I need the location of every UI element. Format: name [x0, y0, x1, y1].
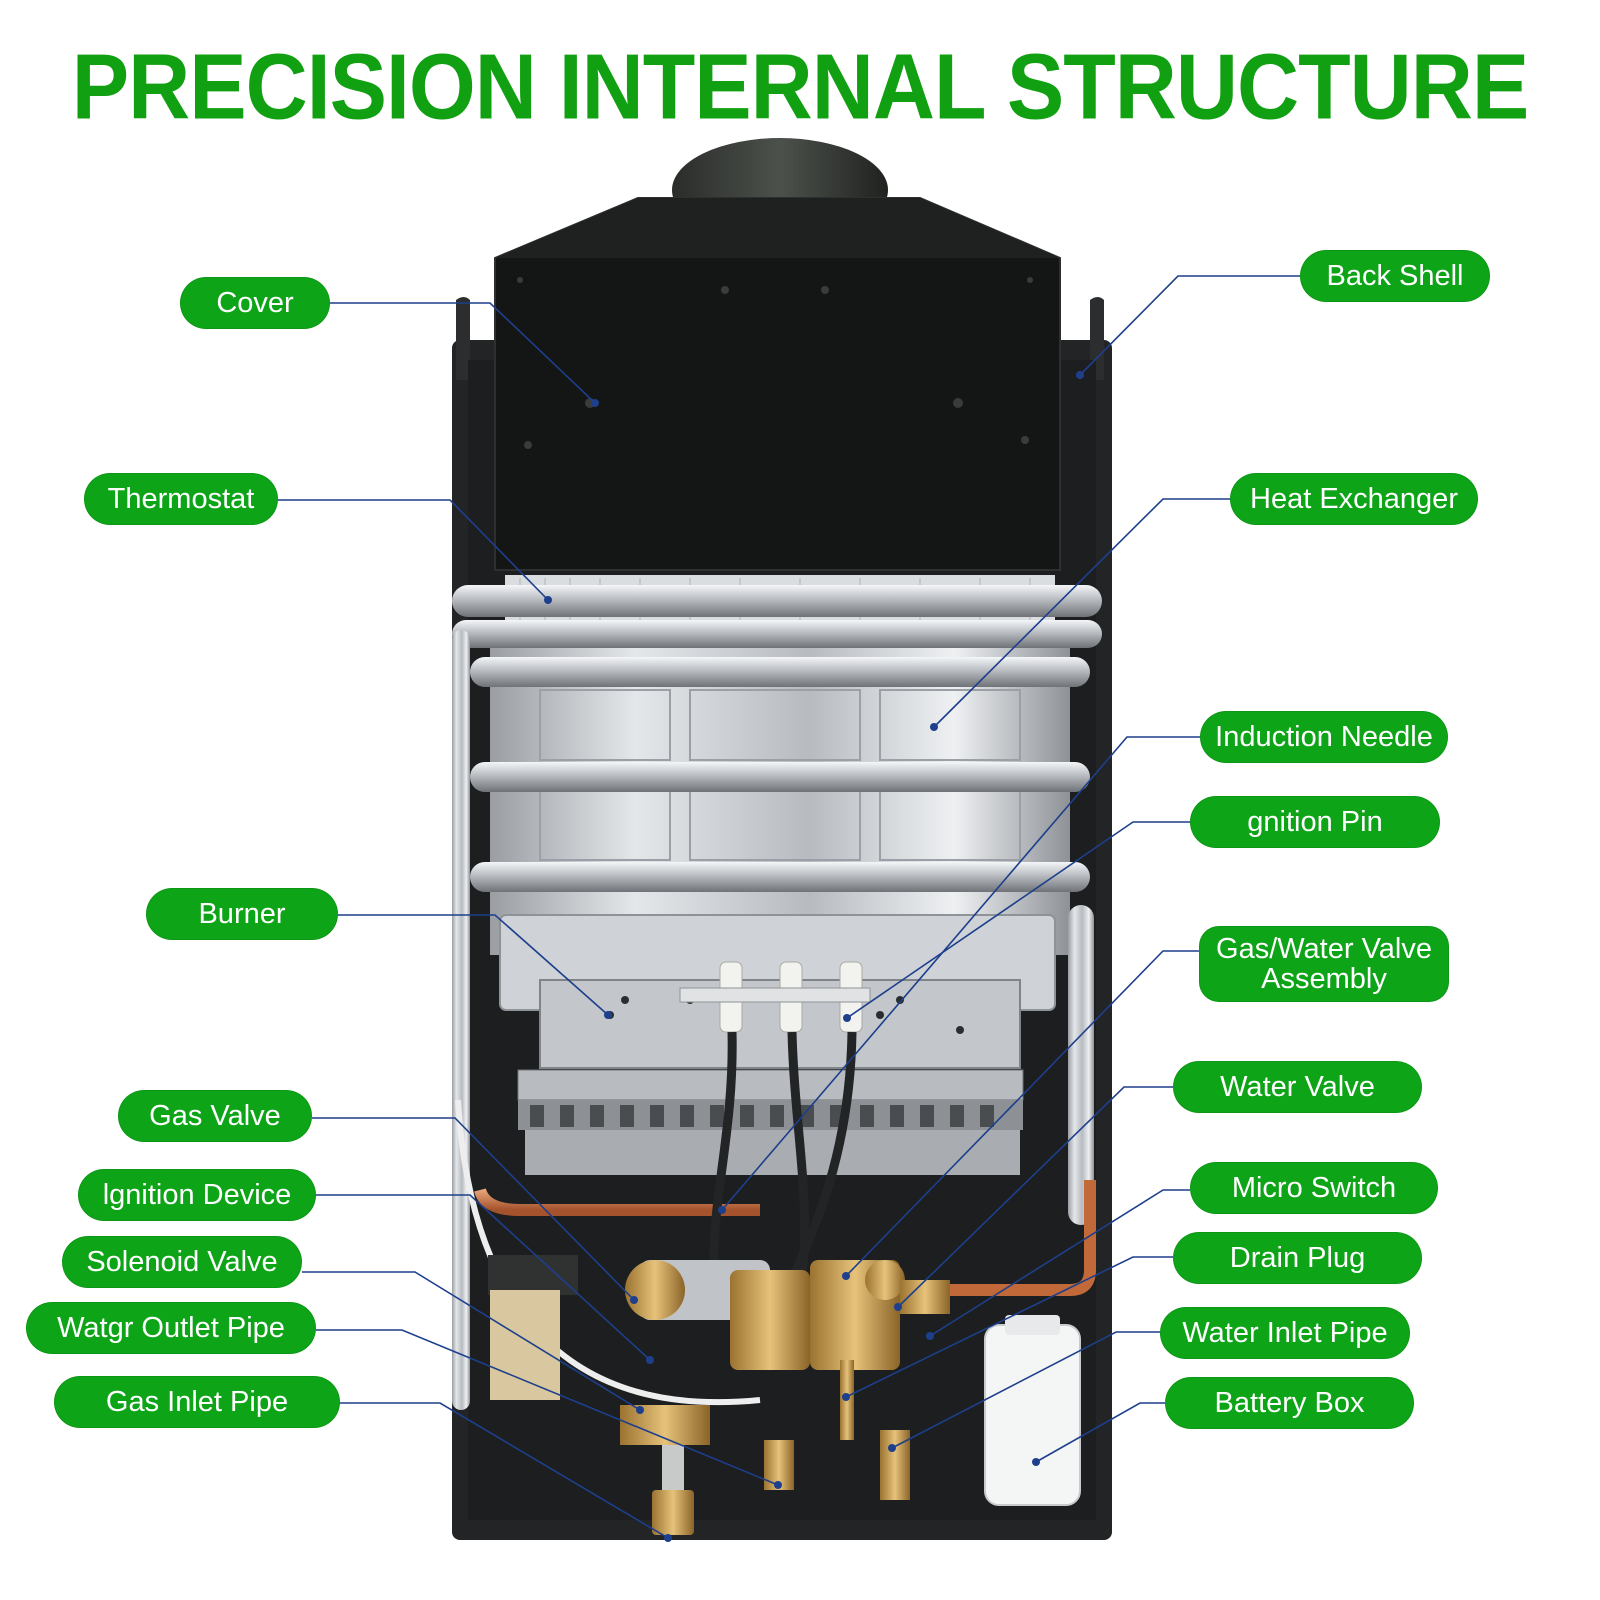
leader-drain-plug: [845, 1256, 1173, 1398]
label-micro-switch: Micro Switch: [1190, 1162, 1438, 1214]
page-title: PRECISION INTERNAL STRUCTURE: [71, 35, 1529, 139]
leader-gas-valve: [312, 1117, 635, 1301]
leader-micro-switch: [929, 1189, 1190, 1337]
label-water-valve: Water Valve: [1173, 1061, 1422, 1113]
leader-water-outlet-pipe: [316, 1329, 779, 1486]
label-ignition-device: lgnition Device: [78, 1169, 316, 1221]
label-induction-needle: Induction Needle: [1200, 711, 1448, 763]
leader-battery-box: [1035, 1402, 1165, 1463]
label-battery-box: Battery Box: [1165, 1377, 1414, 1429]
heater-body: [452, 138, 1112, 1540]
leader-water-valve: [897, 1086, 1173, 1308]
leader-cover: [330, 302, 596, 404]
leader-burner: [338, 914, 609, 1016]
label-solenoid-valve: Solenoid Valve: [62, 1236, 302, 1288]
leader-back-shell: [1079, 275, 1300, 376]
label-ignition-pin: gnition Pin: [1190, 796, 1440, 848]
label-gas-valve: Gas Valve: [118, 1090, 312, 1142]
label-cover: Cover: [180, 277, 330, 329]
label-back-shell: Back Shell: [1300, 250, 1490, 302]
leader-water-inlet-pipe: [891, 1331, 1160, 1449]
leader-lines: [278, 275, 1300, 1539]
leader-heat-exchanger: [933, 498, 1230, 728]
label-gas-water-valve-assembly: Gas/Water Valve Assembly: [1199, 926, 1449, 1002]
leader-thermostat: [278, 499, 549, 601]
label-gas-inlet-pipe: Gas Inlet Pipe: [54, 1376, 340, 1428]
leader-ignition-device: [316, 1194, 651, 1361]
label-burner: Burner: [146, 888, 338, 940]
label-water-inlet-pipe: Water Inlet Pipe: [1160, 1307, 1410, 1359]
leader-ignition-pin: [846, 821, 1190, 1019]
label-heat-exchanger: Heat Exchanger: [1230, 473, 1478, 525]
leader-gas-water-valve: [845, 950, 1199, 1277]
leader-dots: [544, 371, 1084, 1542]
label-thermostat: Thermostat: [84, 473, 278, 525]
label-drain-plug: Drain Plug: [1173, 1232, 1422, 1284]
leader-gas-inlet-pipe: [340, 1402, 669, 1539]
label-water-outlet-pipe: Watgr Outlet Pipe: [26, 1302, 316, 1354]
leader-solenoid-valve: [302, 1271, 641, 1411]
leader-induction-needle: [721, 736, 1200, 1211]
